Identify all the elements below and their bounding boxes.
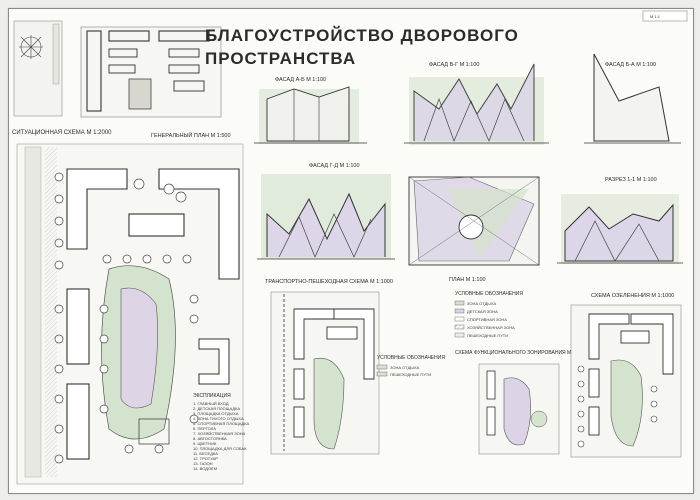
sheet-canvas: СИТУАЦИОННАЯ СХЕМА М 1:2000 БЛАГОУСТРОЙС…: [12, 10, 688, 485]
facade-ba-title: ФАСАД Б-А М 1:100: [605, 62, 656, 68]
legend-item: ДЕТСКАЯ ЗОНА: [467, 309, 498, 314]
facade-ba: ФАСАД Б-А М 1:100: [584, 53, 681, 144]
explication-item: 11. БЕСЕДКА: [193, 451, 218, 456]
title-line-1: БЛАГОУСТРОЙСТВО ДВОРОВОГО: [205, 26, 519, 45]
transport-scheme: ТРАНСПОРТНО-ПЕШЕХОДНАЯ СХЕМА М 1:1000 УС…: [265, 279, 445, 455]
explication-title: ЭКСПЛИКАЦИЯ: [193, 393, 231, 399]
legend-item: ЗОНА ОТДЫХА: [467, 301, 496, 306]
legend-item: ПЕШЕХОДНЫЕ ПУТИ: [390, 372, 431, 377]
general-plan: ГЕНЕРАЛЬНЫЙ ПЛАН М 1:500 ЭКСПЛИ: [16, 131, 250, 485]
explication-item: 10. ПЛОЩАДКА ДЛЯ СОБАК: [193, 446, 247, 451]
planting-trees: [577, 365, 658, 448]
compass-rose-icon: [19, 35, 43, 59]
explication-item: 12. ТРОТУАР: [193, 456, 218, 461]
planting-title: СХЕМА ОЗЕЛЕНЕНИЯ М 1:1000: [591, 293, 674, 299]
explication-item: 8. АВТОСТОЯНКА: [193, 436, 227, 441]
explication-item: 3. ПЛОЩАДКА ОТДЫХА: [193, 411, 239, 416]
facade-gd-title: ФАСАД Г-Д М 1:100: [309, 163, 360, 169]
explication-item: 14. ВОДОЁМ: [193, 466, 217, 471]
section-title: РАЗРЕЗ 1-1 М 1:100: [605, 177, 657, 183]
functional-title: СХЕМА ФУНКЦИОНАЛЬНОГО ЗОНИРОВАНИЯ М 1:10…: [455, 350, 588, 356]
explication-item: 1. ГЛАВНЫЙ ВХОД: [193, 401, 229, 406]
transport-legend-title: УСЛОВНЫЕ ОБОЗНАЧЕНИЯ: [377, 355, 445, 361]
legend-title: УСЛОВНЫЕ ОБОЗНАЧЕНИЯ: [455, 291, 523, 297]
facade-gd: ФАСАД Г-Д М 1:100: [257, 163, 395, 260]
pavilion-plan: ПЛАН М 1:100: [408, 176, 540, 283]
title-block: БЛАГОУСТРОЙСТВО ДВОРОВОГО ПРОСТРАНСТВА М…: [205, 10, 688, 68]
situation-scheme: СИТУАЦИОННАЯ СХЕМА М 1:2000: [12, 20, 222, 136]
facade-vg: ФАСАД В-Г М 1:100: [404, 62, 549, 145]
section-11: РАЗРЕЗ 1-1 М 1:100: [557, 177, 683, 264]
genplan-title: ГЕНЕРАЛЬНЫЙ ПЛАН М 1:500: [151, 131, 231, 139]
legend-item: СПОРТИВНАЯ ЗОНА: [467, 317, 507, 322]
explication-item: 5. СПОРТИВНАЯ ПЛОЩАДКА: [193, 421, 250, 426]
explication-item: 2. ДЕТСКАЯ ПЛОЩАДКА: [193, 406, 240, 411]
plan-title: ПЛАН М 1:100: [449, 277, 486, 283]
transport-title: ТРАНСПОРТНО-ПЕШЕХОДНАЯ СХЕМА М 1:1000: [265, 279, 393, 285]
tree-row: [54, 172, 199, 464]
explication-item: 7. ХОЗЯЙСТВЕННАЯ ЗОНА: [193, 431, 246, 436]
stamp-box: [642, 10, 688, 22]
stamp-text: М 1:1: [650, 14, 661, 19]
legend-item: ПЕШЕХОДНЫЕ ПУТИ: [467, 333, 508, 338]
explication-item: 13. ГАЗОН: [193, 461, 213, 466]
facade-ab-title: ФАСАД А-Б М 1:100: [275, 77, 326, 83]
title-line-2: ПРОСТРАНСТВА: [205, 49, 356, 68]
explication-list: 1. ГЛАВНЫЙ ВХОД 2. ДЕТСКАЯ ПЛОЩАДКА 3. П…: [193, 401, 250, 471]
transport-legend: ЗОНА ОТДЫХА ПЕШЕХОДНЫЕ ПУТИ: [376, 364, 431, 377]
legend-item: ХОЗЯЙСТВЕННАЯ ЗОНА: [467, 325, 515, 330]
functional-zoning: УСЛОВНЫЕ ОБОЗНАЧЕНИЯ ЗОНА ОТДЫХА ДЕТСКАЯ…: [454, 291, 588, 455]
zoning-legend: ЗОНА ОТДЫХА ДЕТСКАЯ ЗОНА СПОРТИВНАЯ ЗОНА…: [454, 300, 515, 338]
explication-item: 6. ПЕРГОЛА: [193, 426, 216, 431]
situation-title: СИТУАЦИОННАЯ СХЕМА М 1:2000: [12, 130, 112, 136]
explication-item: 9. ЦВЕТНИК: [193, 441, 217, 446]
legend-item: ЗОНА ОТДЫХА: [390, 365, 419, 370]
drawing-sheet: СИТУАЦИОННАЯ СХЕМА М 1:2000 БЛАГОУСТРОЙС…: [8, 8, 694, 494]
facade-ab: ФАСАД А-Б М 1:100: [254, 77, 367, 144]
explication-item: 4. ЗОНА ТИХОГО ОТДЫХА: [193, 416, 244, 421]
planting-scheme: СХЕМА ОЗЕЛЕНЕНИЯ М 1:1000: [570, 293, 682, 458]
facade-vg-title: ФАСАД В-Г М 1:100: [429, 62, 479, 68]
